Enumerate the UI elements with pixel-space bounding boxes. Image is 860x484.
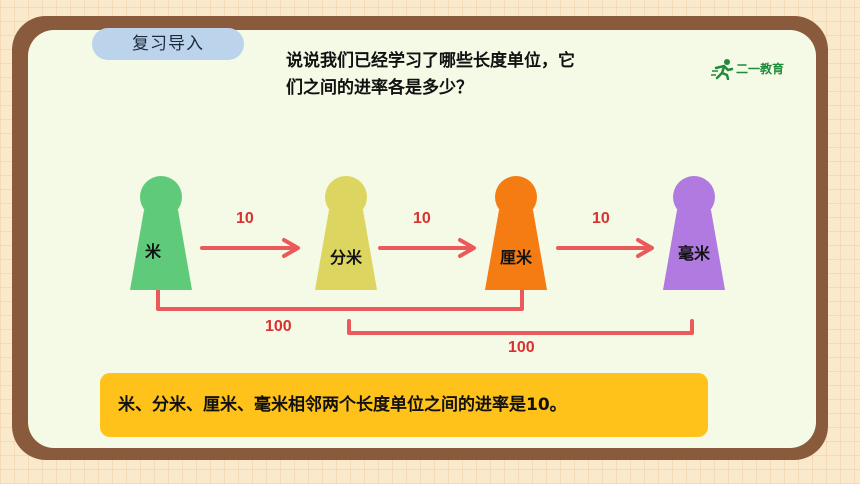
piece-body bbox=[663, 210, 725, 290]
arrow-1 bbox=[200, 238, 300, 258]
section-tab: 复习导入 bbox=[92, 28, 244, 60]
piece-body bbox=[315, 210, 377, 290]
question-line-1: 说说我们已经学习了哪些长度单位，它 bbox=[286, 51, 575, 71]
bracket-dm-to-mm bbox=[347, 319, 694, 335]
rate-label-skip-1: 100 bbox=[265, 318, 292, 335]
unit-label: 分米 bbox=[329, 248, 362, 267]
logo: 二一教育 bbox=[710, 58, 810, 80]
bracket-m-to-cm bbox=[156, 288, 524, 311]
unit-piece-millimeter: 毫米 bbox=[663, 176, 725, 290]
rate-label-2: 10 bbox=[413, 210, 431, 227]
unit-label: 厘米 bbox=[499, 248, 532, 267]
rate-label-skip-2: 100 bbox=[508, 339, 535, 356]
logo-text: 二一教育 bbox=[736, 62, 785, 76]
piece-body bbox=[485, 210, 547, 290]
runner-logo-icon bbox=[711, 59, 734, 80]
piece-body bbox=[130, 210, 192, 290]
unit-label: 米 bbox=[144, 242, 161, 261]
unit-label: 毫米 bbox=[677, 244, 710, 263]
unit-piece-meter: 米 bbox=[130, 176, 192, 290]
rate-label-3: 10 bbox=[592, 210, 610, 227]
question-line-2: 们之间的进率各是多少？ bbox=[286, 78, 473, 98]
summary-box: 米、分米、厘米、毫米相邻两个长度单位之间的进率是10。 bbox=[100, 373, 708, 437]
question-text: 说说我们已经学习了哪些长度单位，它 们之间的进率各是多少？ bbox=[286, 48, 666, 102]
arrow-3 bbox=[556, 238, 654, 258]
arrow-2 bbox=[378, 238, 476, 258]
unit-piece-decimeter: 分米 bbox=[315, 176, 377, 290]
rate-label-1: 10 bbox=[236, 210, 254, 227]
unit-piece-centimeter: 厘米 bbox=[485, 176, 547, 290]
